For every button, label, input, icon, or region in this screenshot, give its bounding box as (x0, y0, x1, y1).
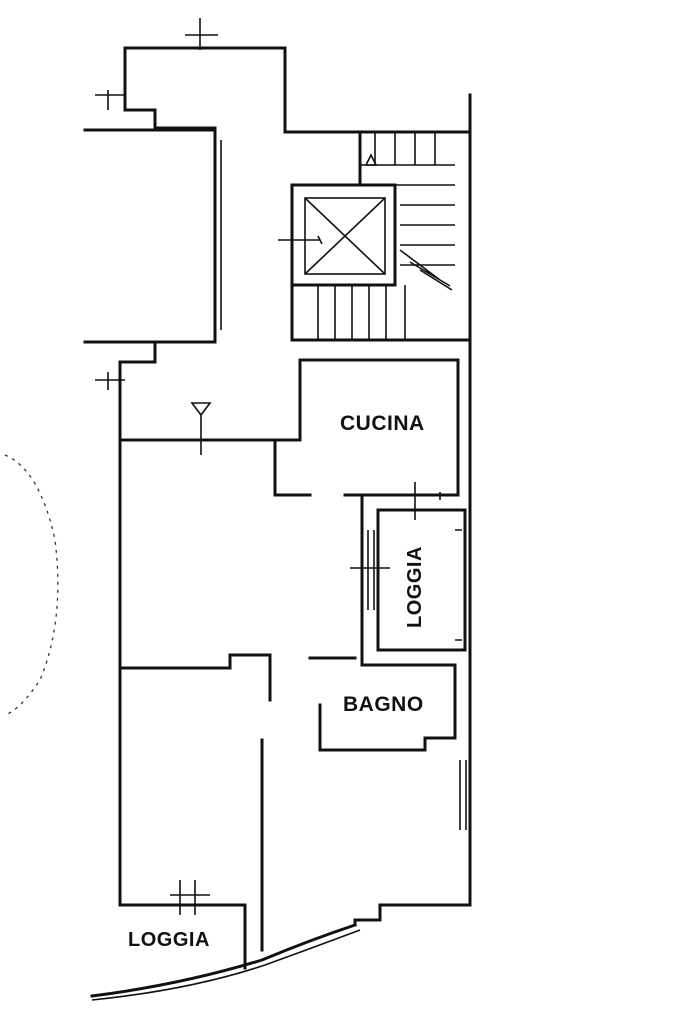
exterior-wall-right (353, 93, 472, 927)
exterior-wall-top (118, 46, 362, 442)
room-label-loggia-side: LOGGIA (404, 546, 426, 628)
lift-shaft (290, 183, 397, 287)
side-loggia-wall (360, 493, 467, 667)
bathroom-wall (308, 656, 457, 752)
door-marks (95, 18, 467, 915)
lift-cross (304, 197, 386, 275)
curved-facade-wall (90, 923, 357, 998)
stair-treads (317, 132, 455, 340)
garden-curve (4, 454, 59, 716)
room-label-cucina: CUCINA (340, 412, 425, 435)
room-label-loggia-bottom: LOGGIA (128, 929, 210, 951)
interior-partition (118, 438, 277, 907)
exterior-wall-left (83, 128, 247, 970)
curved-facade-outline (91, 929, 361, 1001)
lift-door-mark (278, 235, 323, 245)
room-label-bagno: BAGNO (343, 693, 424, 716)
side-loggia-window (350, 482, 462, 641)
lift-car (304, 197, 386, 275)
